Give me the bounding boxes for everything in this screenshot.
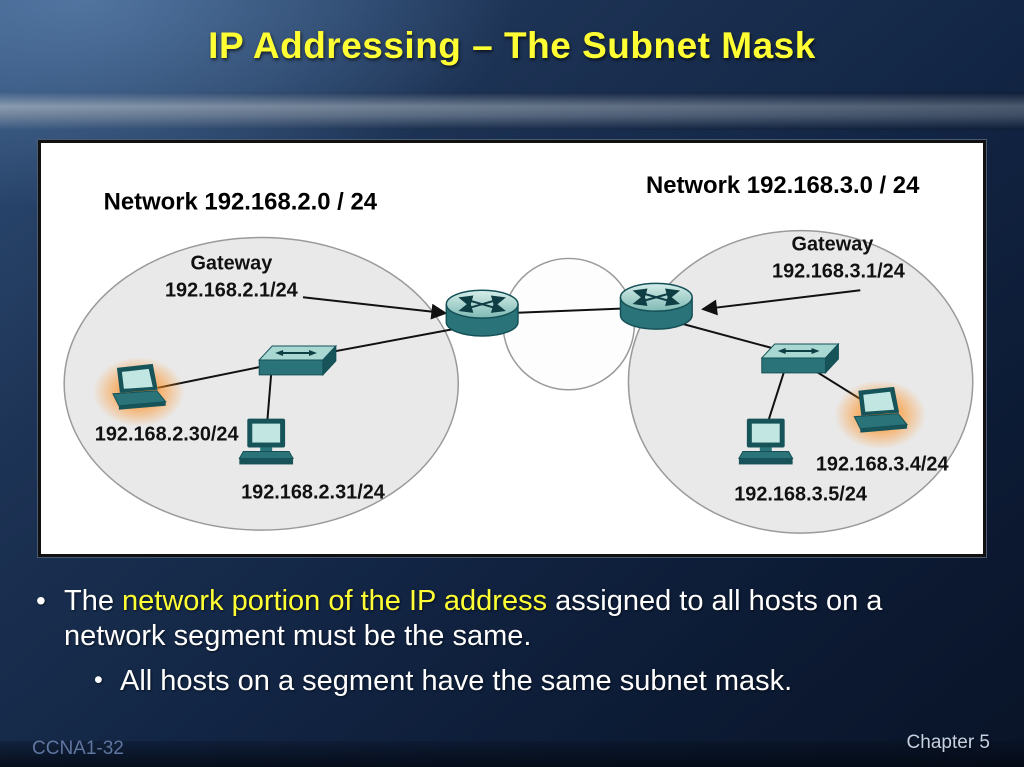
bullet-1-highlight: network portion of the IP address xyxy=(122,585,548,617)
network-left-label: Network 192.168.2.0 / 24 xyxy=(104,189,378,216)
router-icon-left xyxy=(446,290,518,336)
bullet-text-2: All hosts on a segment have the same sub… xyxy=(120,664,793,697)
footer-bar xyxy=(0,741,1024,767)
bullet-list: • The network portion of the IP address … xyxy=(36,584,996,699)
workstation-icon-right xyxy=(738,418,794,465)
right-gateway-name-label: Gateway xyxy=(792,233,874,255)
footer-page-label: CCNA1-32 xyxy=(32,738,124,759)
laptop-icon-left xyxy=(92,356,186,428)
left-workstation-ip-label: 192.168.2.31/24 xyxy=(241,481,385,503)
network-right-label: Network 192.168.3.0 / 24 xyxy=(646,172,920,199)
accent-stripe xyxy=(0,92,1024,130)
inter-network-link-circle xyxy=(502,257,636,391)
left-gateway-name-label: Gateway xyxy=(190,252,272,274)
page-title: IP Addressing – The Subnet Mask xyxy=(208,25,816,66)
right-workstation-ip-label: 192.168.3.5/24 xyxy=(734,483,867,505)
left-switch-to-workstation-link xyxy=(266,373,273,423)
bullet-dot: • xyxy=(36,585,46,616)
footer-chapter-label: Chapter 5 xyxy=(906,732,990,753)
right-switch-to-workstation-link xyxy=(766,372,785,423)
sub-bullet-dot: • xyxy=(94,665,103,694)
right-gateway-arrow xyxy=(701,289,861,316)
right-laptop-ip-label: 192.168.3.4/24 xyxy=(816,453,949,475)
network-diagram-panel: Network 192.168.2.0 / 24 Network 192.168… xyxy=(38,140,986,557)
router-icon-right xyxy=(620,283,692,329)
left-laptop-ip-label: 192.168.2.30/24 xyxy=(95,424,239,446)
bullet-item-1: • The network portion of the IP address … xyxy=(36,584,996,655)
switch-icon-left xyxy=(258,345,337,376)
bullet-1-pre: The xyxy=(64,585,123,617)
workstation-icon-left xyxy=(238,418,294,465)
network-diagram: Network 192.168.2.0 / 24 Network 192.168… xyxy=(63,172,974,534)
left-gateway-ip-label: 192.168.2.1/24 xyxy=(165,279,298,301)
laptop-icon-right xyxy=(833,379,927,451)
bullet-item-2: • All hosts on a segment have the same s… xyxy=(94,664,996,699)
right-gateway-ip-label: 192.168.3.1/24 xyxy=(772,260,905,282)
left-gateway-arrow xyxy=(302,296,448,320)
title-bar: IP Addressing – The Subnet Mask xyxy=(0,0,1024,92)
network-boundary-left xyxy=(63,236,460,531)
switch-icon-right xyxy=(760,343,840,374)
bullet-1-post: assigned to all hosts on a network segme… xyxy=(64,585,883,653)
bullet-text-1: The network portion of the IP address as… xyxy=(64,584,956,655)
